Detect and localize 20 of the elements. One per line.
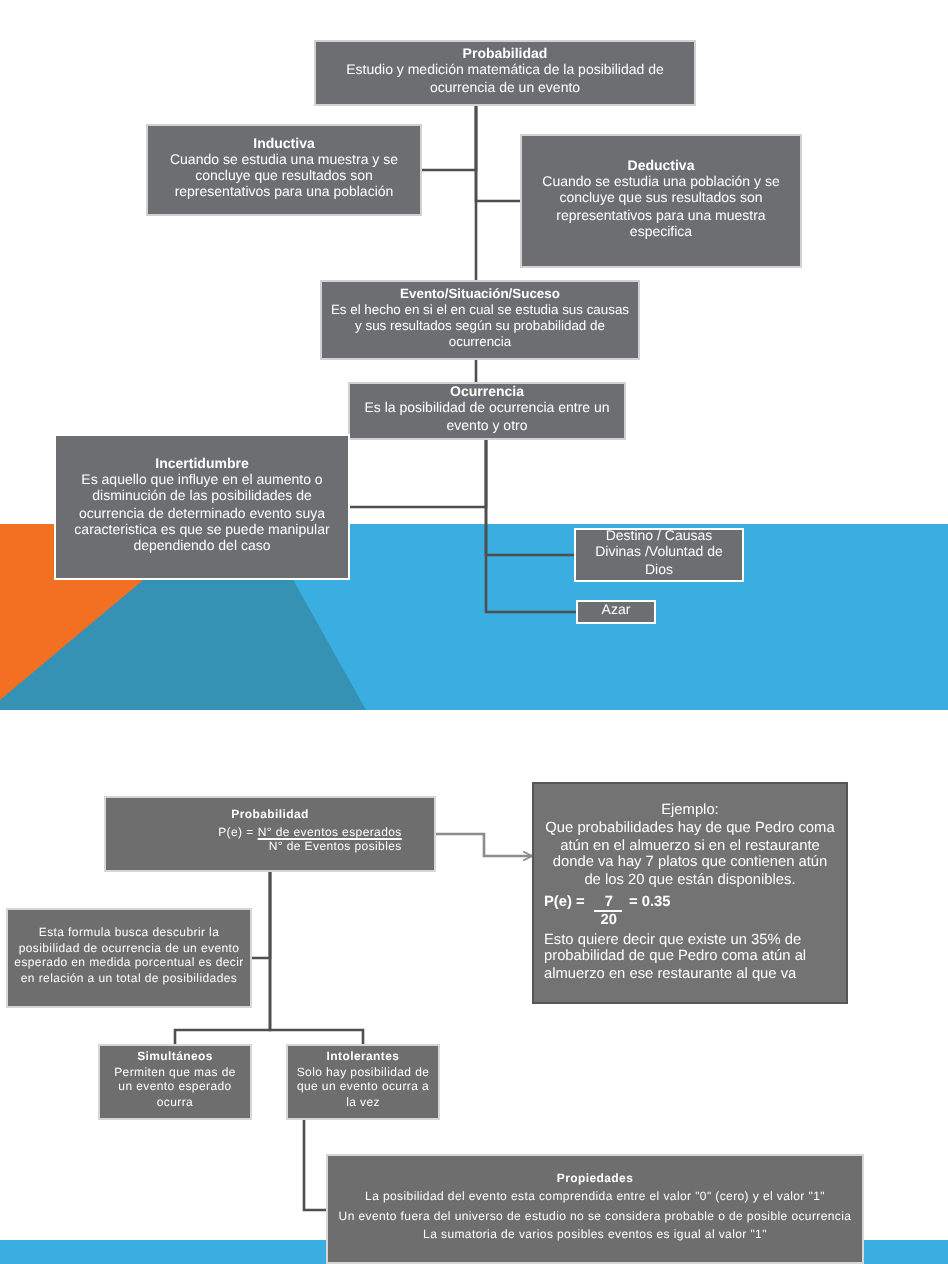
concept-box xyxy=(286,1044,440,1120)
concept-box xyxy=(574,528,744,582)
concept-box xyxy=(6,908,252,1008)
concept-box xyxy=(348,382,626,440)
concept-box xyxy=(146,124,422,216)
concept-box xyxy=(520,134,802,268)
connector-line xyxy=(268,872,365,1044)
connector-line xyxy=(484,440,576,614)
concept-box xyxy=(326,1154,864,1264)
concept-box xyxy=(576,600,656,624)
concept-box xyxy=(54,434,350,580)
concept-box xyxy=(532,782,848,1004)
connector-line xyxy=(474,106,478,280)
concept-box xyxy=(104,796,436,872)
concept-box xyxy=(320,280,640,360)
arrow xyxy=(436,832,533,862)
connector-line xyxy=(302,1120,326,1212)
connector-line xyxy=(474,360,478,382)
concept-box xyxy=(98,1044,252,1120)
concept-box xyxy=(314,40,696,106)
